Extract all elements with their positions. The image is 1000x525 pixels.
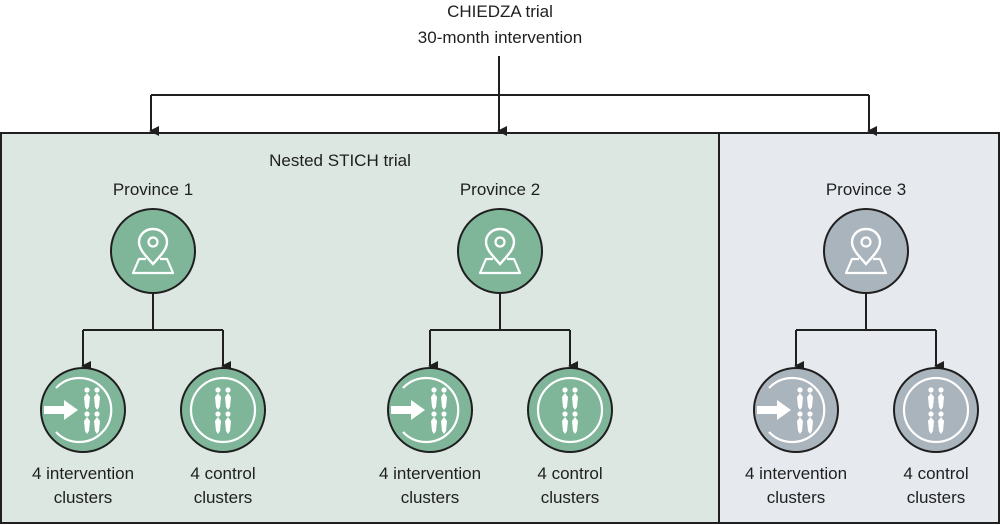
- province-2-node: [457, 208, 543, 294]
- province-3-label: Province 3: [825, 180, 907, 199]
- province-2-control-caption: 4 control clusters: [510, 462, 630, 510]
- province-2-intervention-cluster: [387, 367, 473, 453]
- caption-line2: clusters: [766, 488, 826, 507]
- province-connectors: [81, 293, 944, 371]
- province-3-node: [823, 208, 909, 294]
- intervention-cluster-icon: [757, 376, 826, 444]
- province-1-control-cluster: [180, 367, 266, 453]
- caption-line2: clusters: [540, 488, 600, 507]
- caption-line1: 4 intervention: [744, 464, 848, 483]
- caption-line2: clusters: [400, 488, 460, 507]
- province-2-control-cluster: [527, 367, 613, 453]
- trial-split-connector: [149, 56, 877, 136]
- province-2-intervention-caption: 4 intervention clusters: [365, 462, 495, 510]
- province-2-label: Province 2: [459, 180, 541, 199]
- trial-duration: 30-month intervention: [417, 28, 583, 47]
- province-1-node: [110, 208, 196, 294]
- trial-title: CHIEDZA trial: [447, 2, 553, 21]
- province-3-intervention-caption: 4 intervention clusters: [731, 462, 861, 510]
- province-1-intervention-caption: 4 intervention clusters: [18, 462, 148, 510]
- caption-line2: clusters: [193, 488, 253, 507]
- province-3-control-cluster: [893, 367, 979, 453]
- province-3-control-caption: 4 control clusters: [876, 462, 996, 510]
- caption-line1: 4 control: [190, 464, 256, 483]
- control-cluster-icon: [902, 376, 970, 444]
- caption-line1: 4 intervention: [31, 464, 135, 483]
- province-1-intervention-cluster: [40, 367, 126, 453]
- province3-panel: [718, 132, 1000, 524]
- caption-line2: clusters: [53, 488, 113, 507]
- province-1-control-caption: 4 control clusters: [163, 462, 283, 510]
- province-3-intervention-cluster: [753, 367, 839, 453]
- caption-line1: 4 control: [903, 464, 969, 483]
- province-1-label: Province 1: [112, 180, 194, 199]
- caption-line1: 4 intervention: [378, 464, 482, 483]
- intervention-cluster-icon: [391, 376, 460, 444]
- intervention-cluster-icon: [44, 376, 113, 444]
- nested-trial-label: Nested STICH trial: [269, 151, 411, 170]
- stich-panel: [0, 132, 720, 524]
- caption-line2: clusters: [906, 488, 966, 507]
- control-cluster-icon: [189, 376, 257, 444]
- control-cluster-icon: [536, 376, 604, 444]
- caption-line1: 4 control: [537, 464, 603, 483]
